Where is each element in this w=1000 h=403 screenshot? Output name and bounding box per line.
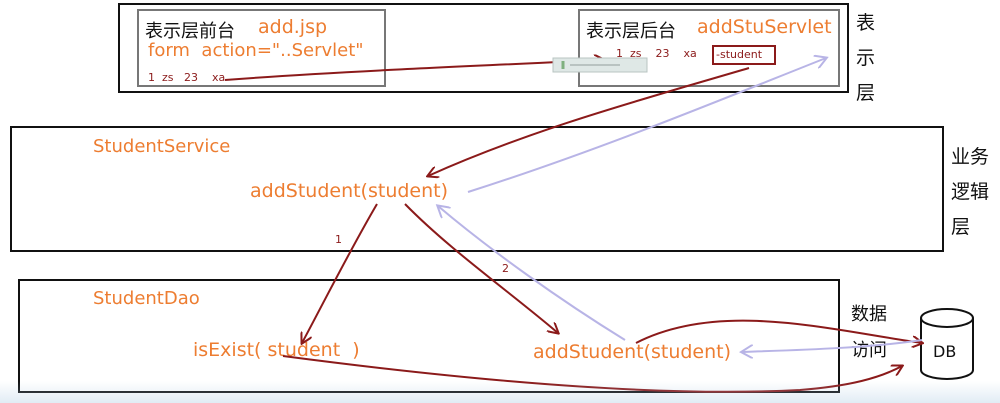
service-class-name: StudentService	[93, 136, 231, 157]
presentation-label-char-1: 表	[856, 12, 876, 34]
backend-servlet: addStuServlet	[697, 16, 832, 38]
arrow-isexist-to-db	[282, 355, 902, 393]
business-label-line-3: 层	[951, 216, 971, 238]
arrow-dao-add-to-db	[635, 319, 922, 343]
bottom-decoration	[0, 381, 1000, 403]
frontend-title: 表示层前台	[145, 21, 235, 42]
presentation-layer-label: 表 示 层	[856, 6, 880, 111]
frontend-file: add.jsp	[258, 16, 328, 38]
backend-sample-data: 1 zs 23 xa	[616, 47, 697, 60]
business-label-line-1: 业务	[951, 146, 990, 168]
data-label-line-1: 数据	[851, 304, 887, 325]
step-label-2: 2	[502, 262, 509, 275]
data-layer-box	[18, 279, 840, 393]
presentation-label-char-3: 层	[856, 82, 876, 104]
business-layer-box	[10, 126, 944, 252]
backend-box	[578, 9, 840, 87]
db-label: DB	[933, 342, 957, 361]
student-tag-box	[712, 45, 776, 65]
arrow-service-to-isexist	[302, 203, 378, 343]
frontend-box	[137, 9, 386, 87]
arrow-service-return-to-servlet	[467, 58, 826, 193]
frontend-form-line: form action="..Servlet"	[148, 40, 364, 61]
arrow-dao-return-to-service	[438, 206, 626, 341]
presentation-layer-box	[118, 3, 849, 93]
arrow-service-to-dao-add	[404, 203, 558, 333]
dao-class-name: StudentDao	[93, 288, 200, 309]
arrow-submit-to-servlet	[224, 60, 604, 81]
dao-add-method: addStudent(student)	[533, 341, 732, 363]
business-label-line-2: 逻辑	[951, 181, 990, 203]
business-layer-label: 业务 逻辑 层	[951, 140, 989, 245]
student-tag: -student	[716, 48, 763, 61]
arrow-db-return-to-dao-add	[742, 339, 923, 352]
arrow-servlet-to-service	[428, 67, 750, 176]
step-label-1: 1	[335, 233, 342, 246]
frontend-sample-data: 1 zs 23 xa	[148, 71, 226, 84]
db-cylinder	[920, 308, 974, 380]
backend-title: 表示层后台	[586, 21, 676, 42]
presentation-label-char-2: 示	[856, 47, 876, 69]
service-add-method: addStudent(student)	[250, 180, 449, 202]
